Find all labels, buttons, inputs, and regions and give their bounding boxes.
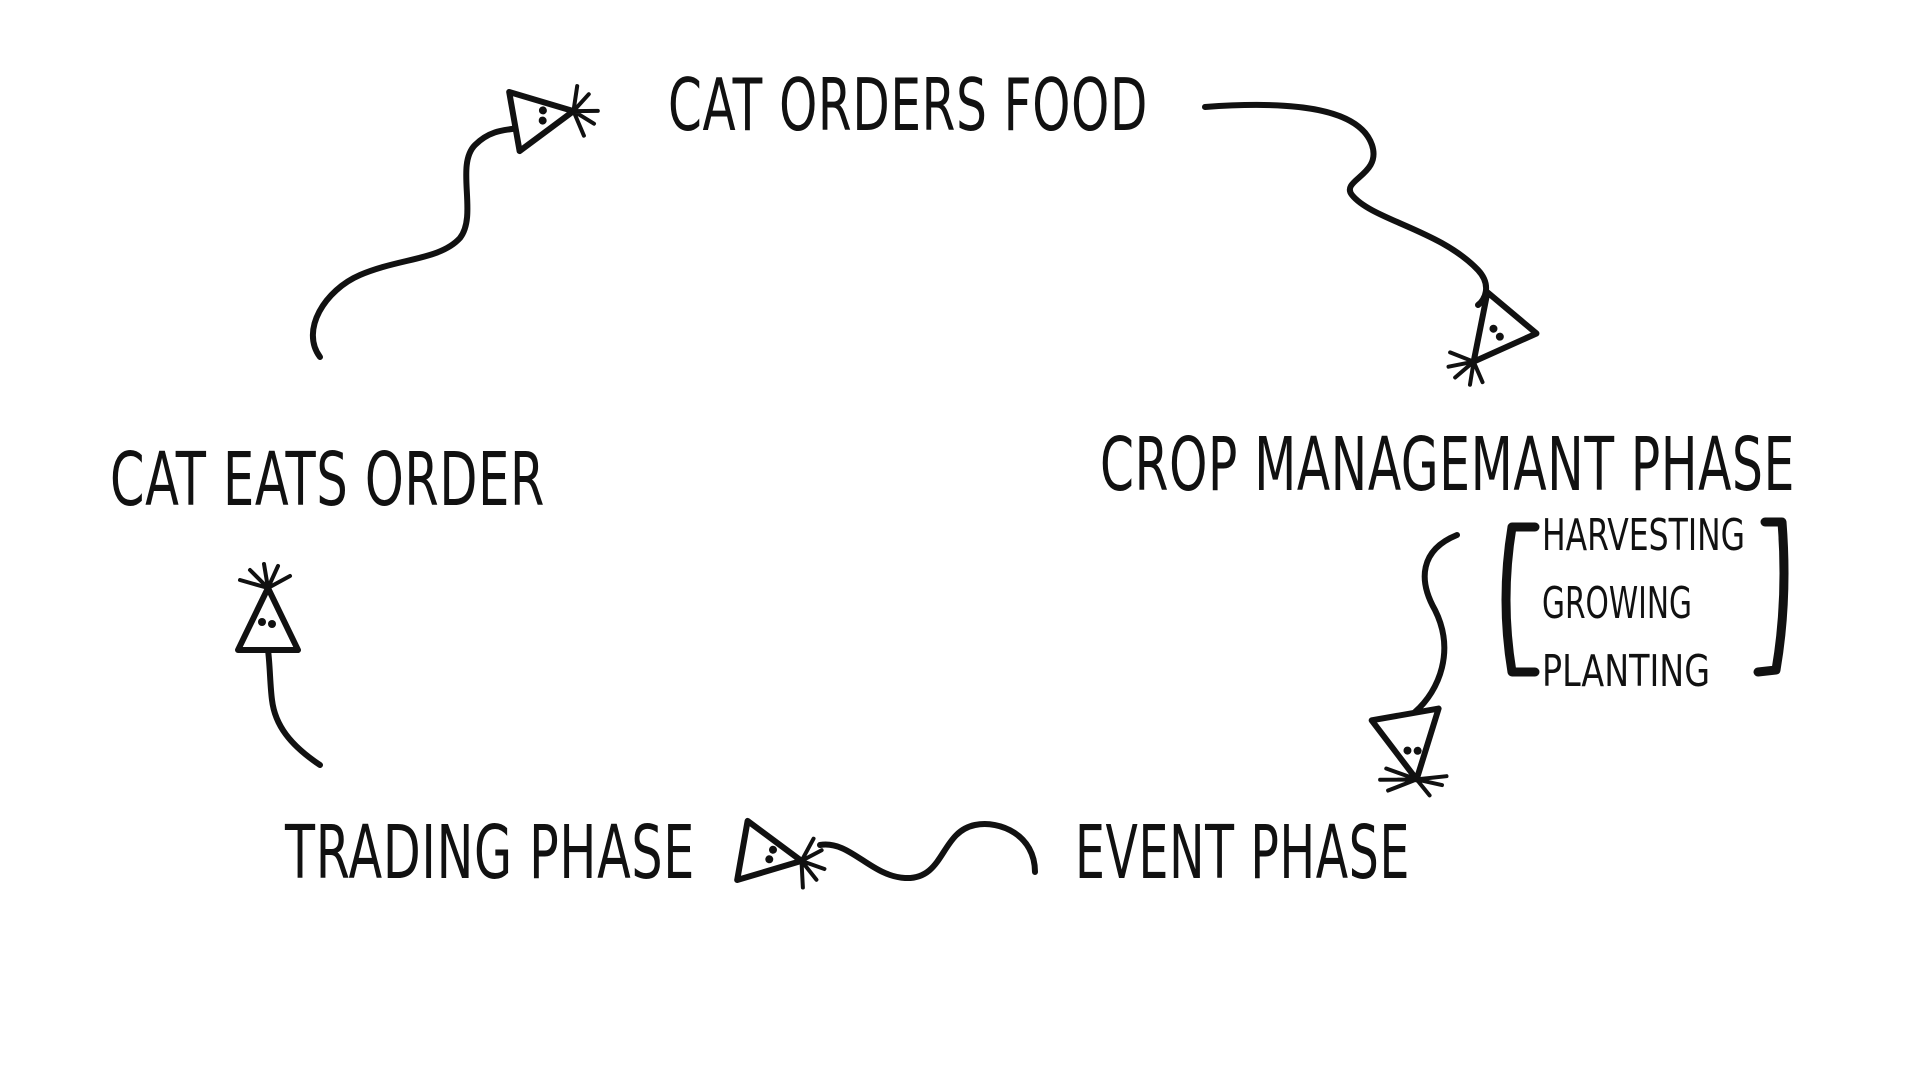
node-event-phase: EVENT PHASE	[1075, 810, 1410, 896]
node-crop-management-phase: CROP MANAGEMANT PHASE	[1100, 422, 1795, 508]
crop-substeps-group: HARVESTING GROWING PLANTING	[1501, 510, 1789, 697]
edge-crop-to-event	[1368, 532, 1460, 798]
edge-line	[1412, 532, 1460, 715]
right-bracket	[1753, 517, 1789, 677]
edge-trading-to-eats	[235, 562, 323, 768]
edge-eats-to-orders	[309, 84, 600, 360]
mouse-arrowhead-icon	[1446, 289, 1540, 387]
substep-harvesting: HARVESTING	[1542, 510, 1745, 561]
mouse-arrowhead-icon	[1368, 705, 1449, 798]
substep-planting: PLANTING	[1542, 646, 1710, 697]
node-trading-phase: TRADING PHASE	[284, 810, 695, 896]
edge-event-to-trading	[734, 817, 1038, 890]
edge-orders-to-crop	[1202, 101, 1540, 387]
mouse-arrowhead-icon	[235, 562, 301, 653]
mouse-arrowhead-icon	[506, 84, 600, 155]
node-cat-eats-order: CAT EATS ORDER	[110, 437, 545, 523]
substep-growing: GROWING	[1542, 578, 1692, 629]
left-bracket	[1501, 522, 1540, 677]
edge-line	[817, 821, 1038, 882]
edge-line	[265, 647, 323, 768]
edge-line	[309, 125, 523, 360]
mouse-arrowhead-icon	[734, 817, 827, 890]
node-cat-orders-food: CAT ORDERS FOOD	[668, 63, 1148, 147]
edge-line	[1202, 101, 1489, 308]
